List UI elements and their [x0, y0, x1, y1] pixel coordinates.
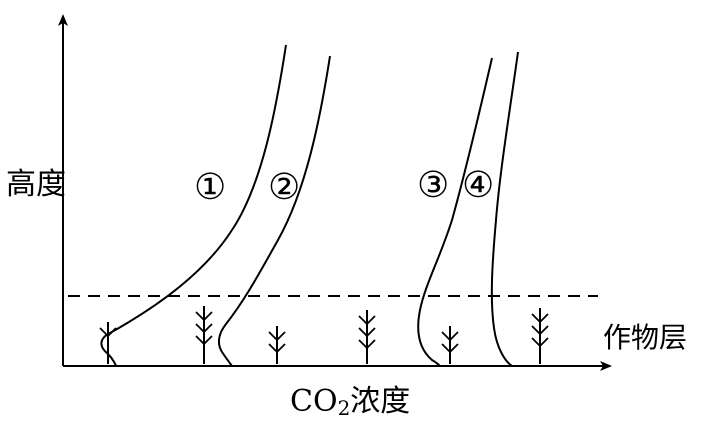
plant-icon	[358, 310, 376, 364]
curve-label-2: ②	[268, 167, 301, 208]
curve-3	[417, 57, 493, 367]
curve-2	[217, 55, 331, 367]
x-axis-label: CO2浓度	[290, 376, 410, 420]
plant-icon	[195, 306, 213, 364]
crop-plants	[99, 306, 549, 364]
plant-icon	[531, 308, 549, 364]
x-axis-label-prefix: CO	[290, 384, 338, 419]
plant-icon	[99, 322, 117, 364]
plant-icon	[441, 326, 459, 364]
crop-layer-label: 作物层	[603, 321, 688, 354]
plant-icon	[268, 326, 286, 364]
curve-4	[490, 51, 519, 367]
y-axis-label: 高度	[6, 167, 66, 202]
x-axis-label-subscript: 2	[337, 396, 351, 420]
curve-label-4: ④	[462, 165, 495, 206]
curve-label-1: ①	[194, 167, 227, 208]
x-axis-label-suffix: 浓度	[350, 384, 411, 419]
curve-label-3: ③	[417, 165, 450, 206]
